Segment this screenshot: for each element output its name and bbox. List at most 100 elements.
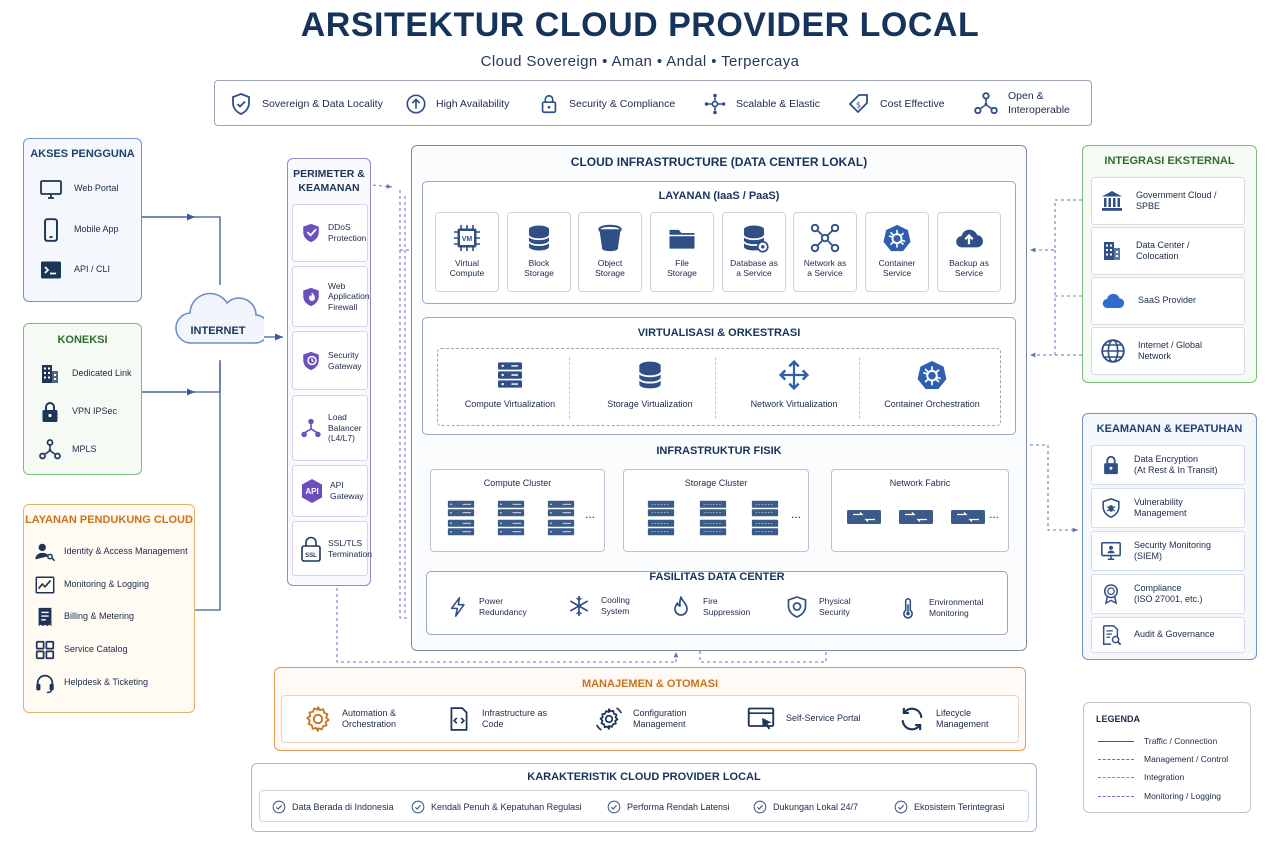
feature-sovereign: Sovereign & Data Locality (229, 89, 383, 119)
virt-compute[interactable]: Compute Virtualization (438, 359, 582, 409)
monitor-icon (38, 177, 64, 201)
cloud-icon (175, 292, 264, 344)
service-block-storage[interactable]: Block Storage (507, 212, 571, 292)
perimeter-ssl-tls[interactable]: SSL SSL/TLS Termination (292, 521, 372, 576)
check-circle-icon (272, 800, 286, 814)
cloud-upload-icon (954, 223, 984, 253)
layanan-section: LAYANAN (IaaS / PaaS) VM Virtual Compute… (422, 181, 1016, 304)
perimeter-waf[interactable]: Web Application Firewall (292, 266, 370, 327)
service-dbaas[interactable]: Database as a Service (722, 212, 786, 292)
kubernetes-icon (882, 223, 912, 253)
manajemen-otomasi-panel: MANAJEMEN & OTOMASI Automation & Orchest… (274, 667, 1026, 751)
support-iam[interactable]: Identity & Access Management (34, 541, 188, 563)
api-icon: API (302, 479, 322, 503)
support-monitoring[interactable]: Monitoring & Logging (34, 574, 149, 596)
svg-text:SSL: SSL (305, 553, 317, 559)
section-title: VIRTUALISASI & ORKESTRASI (637, 327, 801, 339)
facility-physical-security[interactable]: Physical Security (785, 594, 851, 620)
cluster-storage[interactable]: Storage Cluster ... (623, 469, 809, 552)
virt-container[interactable]: Container Orchestration (860, 359, 1004, 409)
legend-monitoring: Monitoring / Logging (1098, 791, 1221, 801)
char-latency: Performa Rendah Latensi (607, 800, 730, 814)
section-title: LAYANAN (IaaS / PaaS) (658, 190, 780, 202)
legend-traffic: Traffic / Connection (1098, 736, 1217, 746)
feature-security: Security & Compliance (538, 89, 675, 119)
service-backup[interactable]: Backup as Service (937, 212, 1001, 292)
security-vulnerability[interactable]: Vulnerability Management (1091, 488, 1245, 528)
legend-title: LEGENDA (1096, 714, 1141, 724)
mgmt-automation[interactable]: Automation & Orchestration (304, 705, 396, 733)
network-nodes-icon (703, 92, 727, 116)
integration-data-center[interactable]: Data Center / Colocation (1091, 227, 1245, 275)
facility-environmental[interactable]: Environmental Monitoring (897, 594, 983, 622)
access-api-cli[interactable]: API / CLI (38, 258, 110, 282)
panel-title: KONEKSI (57, 334, 108, 346)
service-container[interactable]: Container Service (865, 212, 929, 292)
gear-icon (304, 705, 332, 733)
access-mobile-app[interactable]: Mobile App (38, 217, 119, 243)
integration-saas[interactable]: SaaS Provider (1091, 277, 1245, 325)
vm-chip-icon: VM (454, 225, 480, 251)
globe-icon (1100, 338, 1126, 364)
char-support: Dukungan Lokal 24/7 (753, 800, 858, 814)
feature-high-availability: High Availability (405, 89, 509, 119)
gear-cycle-icon (595, 705, 623, 733)
panel-title: AKSES PENGGUNA (30, 148, 135, 160)
cluster-network[interactable]: Network Fabric ... (831, 469, 1009, 552)
server-stack-icon (494, 359, 526, 391)
management-items: Automation & Orchestration Infrastructur… (281, 695, 1019, 743)
receipt-icon (34, 606, 56, 628)
integration-government-cloud[interactable]: Government Cloud / SPBE (1091, 177, 1245, 225)
facility-power[interactable]: Power Redundancy (447, 594, 527, 620)
section-title: INFRASTRUKTUR FISIK (656, 445, 782, 457)
char-control: Kendali Penuh & Kepatuhan Regulasi (411, 800, 582, 814)
feature-open: Open & Interoperable (973, 89, 1070, 119)
perimeter-ddos[interactable]: DDoS Protection (292, 204, 368, 262)
facility-fire[interactable]: Fire Suppression (669, 594, 750, 620)
feature-scalable: Scalable & Elastic (703, 89, 820, 119)
connection-dedicated-link[interactable]: Dedicated Link (38, 362, 132, 386)
legend-panel: LEGENDA Traffic / Connection Management … (1083, 702, 1251, 813)
perimeter-load-balancer[interactable]: Load Balancer (L4/L7) (292, 395, 368, 461)
mgmt-self-service[interactable]: Self-Service Portal (746, 705, 861, 733)
security-encryption[interactable]: Data Encryption (At Rest & In Transit) (1091, 445, 1245, 485)
service-file-storage[interactable]: File Storage (650, 212, 714, 292)
mgmt-iac[interactable]: Infrastructure as Code (446, 705, 547, 733)
virt-network[interactable]: Network Virtualization (722, 359, 866, 409)
lightning-icon (447, 594, 469, 620)
security-siem[interactable]: Security Monitoring (SIEM) (1091, 531, 1245, 571)
virt-storage[interactable]: Storage Virtualization (578, 359, 722, 409)
perimeter-api-gateway[interactable]: API API Gateway (292, 465, 368, 517)
flame-icon (669, 594, 693, 620)
feature-bar: Sovereign & Data Locality High Availabil… (214, 80, 1092, 126)
mgmt-lifecycle[interactable]: Lifecycle Management (898, 705, 989, 733)
mgmt-configuration[interactable]: Configuration Management (595, 705, 687, 733)
legend-line (1098, 740, 1134, 742)
security-audit[interactable]: Audit & Governance (1091, 617, 1245, 653)
security-compliance[interactable]: Compliance (ISO 27001, etc.) (1091, 574, 1245, 614)
support-catalog[interactable]: Service Catalog (34, 639, 128, 661)
shield-check-icon (300, 221, 322, 245)
service-naas[interactable]: Network as a Service (793, 212, 857, 292)
check-circle-icon (894, 800, 908, 814)
connection-mpls[interactable]: MPLS (38, 438, 97, 462)
legend-line (1098, 795, 1134, 797)
cluster-compute[interactable]: Compute Cluster ... (430, 469, 605, 552)
cloud-infrastructure-panel: CLOUD INFRASTRUCTURE (DATA CENTER LOKAL)… (411, 145, 1027, 651)
support-billing[interactable]: Billing & Metering (34, 606, 134, 628)
thermometer-icon (897, 594, 919, 622)
integration-internet[interactable]: Internet / Global Network (1091, 327, 1245, 375)
perimeter-security-gateway[interactable]: Security Gateway (292, 331, 368, 390)
access-web-portal[interactable]: Web Portal (38, 177, 118, 201)
facility-cooling[interactable]: Cooling System (567, 594, 630, 618)
karakteristik-panel: KARAKTERISTIK CLOUD PROVIDER LOCAL Data … (251, 763, 1037, 832)
panel-title: MANAJEMEN & OTOMASI (581, 678, 719, 690)
service-virtual-compute[interactable]: VM Virtual Compute (435, 212, 499, 292)
building-icon (1100, 238, 1124, 264)
connection-vpn-ipsec[interactable]: VPN IPSec (38, 400, 117, 424)
support-helpdesk[interactable]: Helpdesk & Ticketing (34, 672, 148, 694)
terminal-icon (38, 258, 64, 282)
keamanan-kepatuhan-panel: KEAMANAN & KEPATUHAN Data Encryption (At… (1082, 413, 1257, 660)
switch-icon (846, 509, 986, 525)
service-object-storage[interactable]: Object Storage (578, 212, 642, 292)
